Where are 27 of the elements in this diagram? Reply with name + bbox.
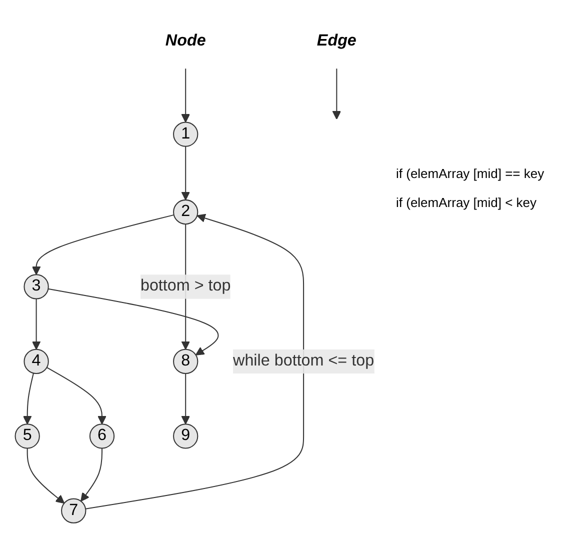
arrow [22, 373, 34, 424]
node-circle: 6 [89, 424, 115, 449]
node-text: Node [165, 32, 206, 50]
edge-label: while bottom <= top [233, 352, 374, 370]
node-circle: 9 [173, 424, 198, 449]
arrow [32, 214, 174, 276]
edge-label: bottom > top [140, 278, 231, 295]
node-circle: 3 [24, 274, 49, 300]
arrow [48, 288, 219, 356]
arrow [32, 298, 41, 350]
node-text: Edge [316, 32, 356, 50]
node-circle: 1 [173, 122, 198, 147]
arrow [26, 448, 65, 504]
arrow [181, 374, 190, 424]
leader-arrow [332, 68, 342, 120]
arrow [181, 146, 190, 200]
node-circle: 7 [61, 498, 86, 524]
arrow [46, 366, 106, 424]
arrow [85, 214, 304, 510]
node-circle: 2 [173, 199, 198, 225]
node-circle: 4 [24, 348, 49, 374]
leader-arrow [181, 68, 190, 123]
node-circle: 5 [14, 424, 40, 449]
condition-note: if (elemArray [mid] < key [396, 195, 538, 210]
condition-note: if (elemArray [mid] == key [396, 166, 546, 181]
arrow [80, 448, 102, 502]
node-circle: 8 [173, 348, 198, 374]
